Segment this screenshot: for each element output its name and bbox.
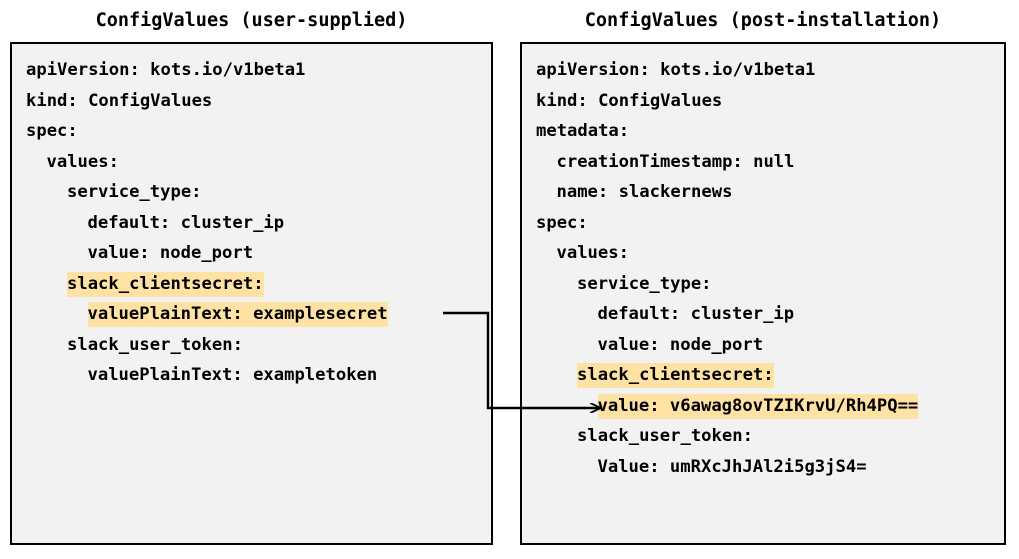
yaml-line: slack_user_token: — [12, 330, 491, 361]
yaml-block-post-installation: apiVersion: kots.io/v1beta1 kind: ConfigV… — [522, 44, 1004, 482]
yaml-line-text: slack_user_token: — [577, 426, 753, 446]
yaml-line: slack_user_token: — [522, 421, 1004, 452]
yaml-line-text: values: — [46, 151, 119, 172]
yaml-line-text: slack_user_token: — [67, 334, 243, 355]
yaml-line: valuePlainText: exampletoken — [12, 360, 491, 391]
yaml-line-text-highlighted: slack_clientsecret: — [67, 271, 264, 297]
yaml-line-text: service_type: — [67, 182, 202, 202]
config-values-panel-post-installation: apiVersion: kots.io/v1beta1 kind: ConfigV… — [520, 42, 1006, 545]
yaml-line: name: slackernews — [522, 177, 1004, 208]
yaml-line-text: value: node_port — [87, 243, 254, 263]
yaml-line: value: v6awag8ovTZIKrvU/Rh4PQ== — [522, 391, 1004, 422]
yaml-line-text: spec: — [26, 121, 78, 141]
yaml-line-text-highlighted: slack_clientsecret: — [577, 363, 774, 388]
yaml-line: creationTimestamp: null — [522, 147, 1004, 178]
yaml-line-text: apiVersion: kots.io/v1beta1 — [26, 60, 306, 80]
yaml-line-text: service_type: — [577, 273, 712, 294]
yaml-line: kind: ConfigValues — [12, 86, 491, 117]
yaml-line-text-highlighted: valuePlainText: examplesecret — [87, 302, 388, 327]
yaml-line: values: — [12, 147, 491, 178]
yaml-line-text: creationTimestamp: null — [556, 151, 795, 172]
yaml-line-text: spec: — [536, 212, 588, 233]
panel-title-post-installation: ConfigValues (post-installation) — [584, 10, 942, 31]
yaml-line-text: kind: ConfigValues — [26, 90, 213, 111]
yaml-line-text: Value: umRXcJhJAl2i5g3jS4= — [597, 456, 867, 477]
yaml-line: default: cluster_ip — [522, 299, 1004, 330]
yaml-line-text: values: — [556, 243, 629, 263]
yaml-line-text-highlighted: value: v6awag8ovTZIKrvU/Rh4PQ== — [597, 393, 919, 419]
yaml-line: values: — [522, 238, 1004, 269]
yaml-line: kind: ConfigValues — [522, 86, 1004, 117]
yaml-line: default: cluster_ip — [12, 208, 491, 239]
yaml-line-text: value: node_port — [597, 334, 764, 355]
yaml-line: value: node_port — [522, 330, 1004, 361]
yaml-block-user-supplied: apiVersion: kots.io/v1beta1 kind: ConfigV… — [12, 44, 491, 391]
yaml-line: spec: — [12, 116, 491, 147]
yaml-line: service_type: — [12, 177, 491, 208]
yaml-line: apiVersion: kots.io/v1beta1 — [12, 55, 491, 86]
yaml-line-text: default: cluster_ip — [87, 212, 285, 233]
yaml-line: spec: — [522, 208, 1004, 239]
yaml-line-text: valuePlainText: exampletoken — [87, 365, 378, 385]
yaml-line-text: metadata: — [536, 121, 630, 141]
yaml-line: metadata: — [522, 116, 1004, 147]
yaml-line-text: default: cluster_ip — [597, 304, 795, 324]
panel-title-user-supplied: ConfigValues (user-supplied) — [95, 10, 408, 31]
yaml-line: Value: umRXcJhJAl2i5g3jS4= — [522, 452, 1004, 483]
yaml-line-text: name: slackernews — [556, 182, 733, 202]
yaml-line: apiVersion: kots.io/v1beta1 — [522, 55, 1004, 86]
yaml-line: value: node_port — [12, 238, 491, 269]
yaml-line-text: kind: ConfigValues — [536, 90, 723, 111]
config-values-panel-user-supplied: apiVersion: kots.io/v1beta1 kind: ConfigV… — [10, 42, 493, 545]
yaml-line: slack_clientsecret: — [522, 360, 1004, 391]
yaml-line: valuePlainText: examplesecret — [12, 299, 491, 330]
yaml-line: slack_clientsecret: — [12, 269, 491, 300]
yaml-line: service_type: — [522, 269, 1004, 300]
yaml-line-text: apiVersion: kots.io/v1beta1 — [536, 60, 816, 80]
